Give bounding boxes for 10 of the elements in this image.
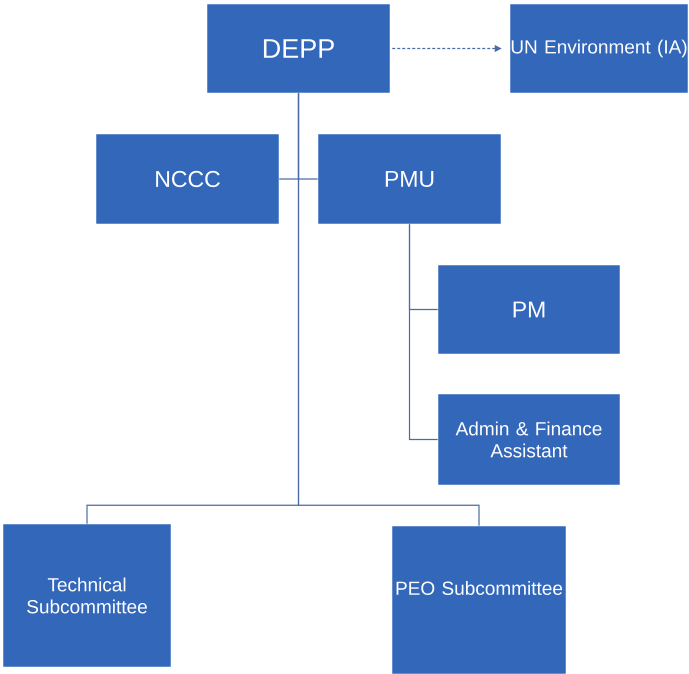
org-box: Technical Subcommittee [2,524,172,668]
connector-line [408,224,438,440]
org-box: NCCC [96,134,280,224]
org-box: PMU [318,134,502,224]
org-box: UN Environment (IA) [510,4,688,94]
org-box: PEO Subcommittee [392,526,566,674]
org-box: PM [438,264,620,354]
org-box: Admin & Finance Assistant [438,394,620,486]
connector-line [298,93,480,526]
org-box: DEPP [206,4,390,94]
